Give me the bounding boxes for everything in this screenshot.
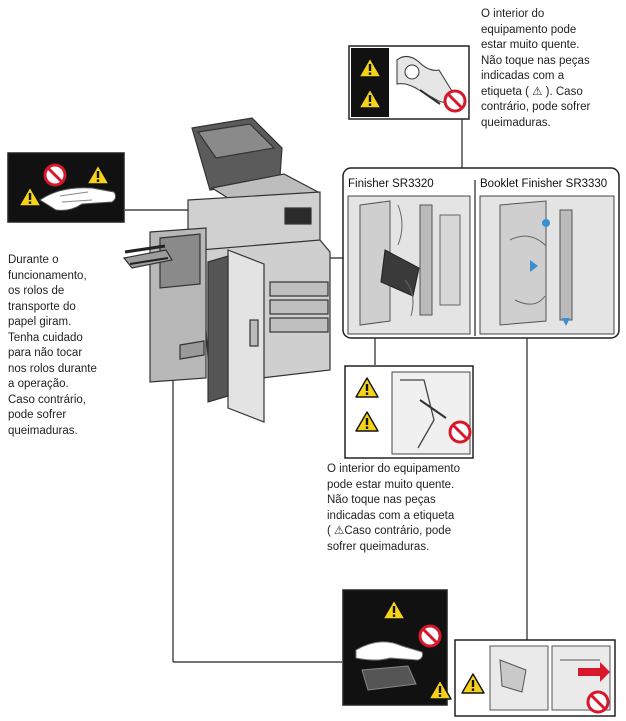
finisher-warning-label-bottom-right (454, 639, 616, 717)
hot-surface-label-top (348, 45, 470, 120)
note-top-right: O interior do equipamento pode estar mui… (481, 8, 591, 129)
note-left: Durante o funcionamento, os rolos de tra… (8, 254, 97, 437)
finisher-left-label: Finisher SR3320 (348, 178, 434, 190)
copier-machine-illustration (122, 117, 331, 423)
finisher-comparison-panel (342, 167, 620, 339)
roller-warning-label-bottom (342, 589, 452, 706)
hot-surface-label-center (344, 365, 474, 459)
roller-warning-label-left (7, 152, 125, 223)
note-center: O interior do equipamento pode estar mui… (327, 463, 460, 553)
finisher-right-label: Booklet Finisher SR3330 (480, 178, 608, 190)
